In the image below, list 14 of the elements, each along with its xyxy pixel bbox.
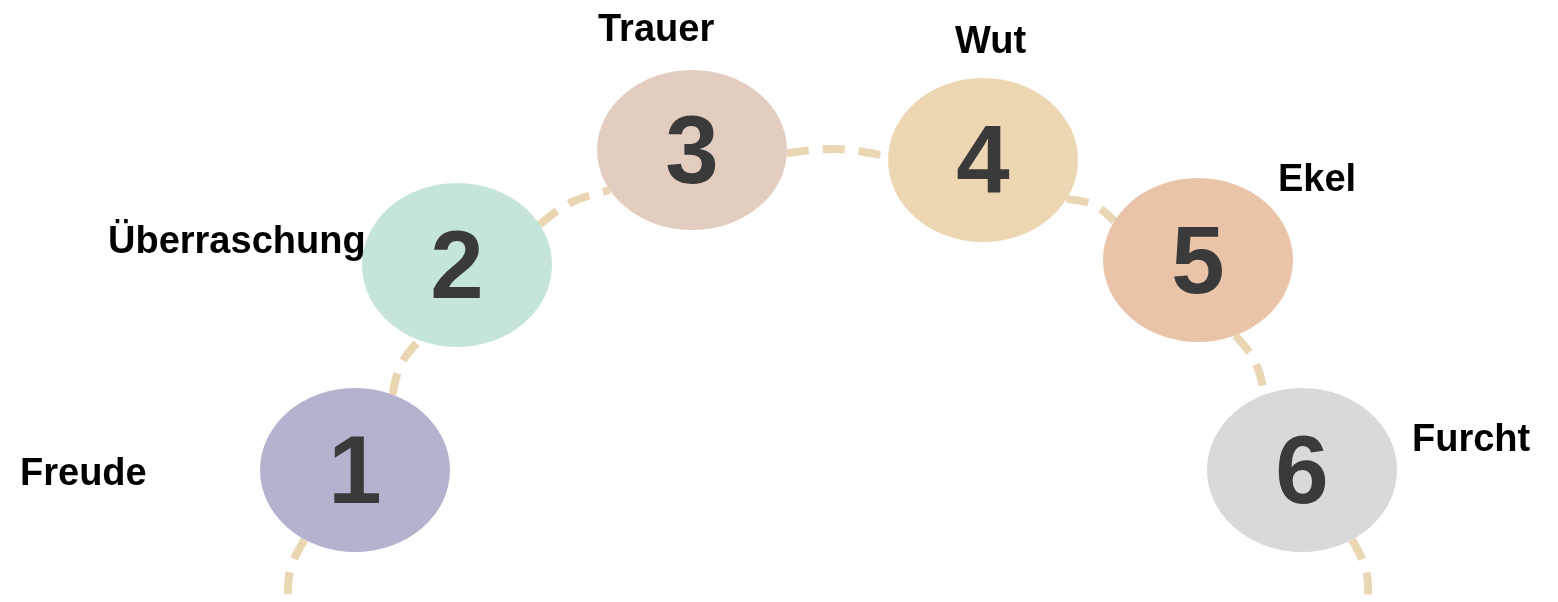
- number-label: 5: [1171, 212, 1225, 308]
- emotion-label: Ekel: [1278, 158, 1357, 200]
- dashed-connector: [537, 186, 611, 228]
- emotion-label: Wut: [955, 20, 1027, 62]
- emotion-label: Furcht: [1412, 418, 1531, 460]
- number-label: 4: [956, 112, 1010, 208]
- emotion-label: Trauer: [598, 8, 715, 50]
- emotion-label: Freude: [20, 452, 147, 494]
- dashed-connector: [1066, 194, 1118, 224]
- number-label: 3: [665, 102, 719, 198]
- number-label: 6: [1275, 422, 1329, 518]
- number-label: 2: [430, 217, 484, 313]
- emotion-label: Überraschung: [108, 220, 366, 262]
- number-label: 1: [328, 422, 382, 518]
